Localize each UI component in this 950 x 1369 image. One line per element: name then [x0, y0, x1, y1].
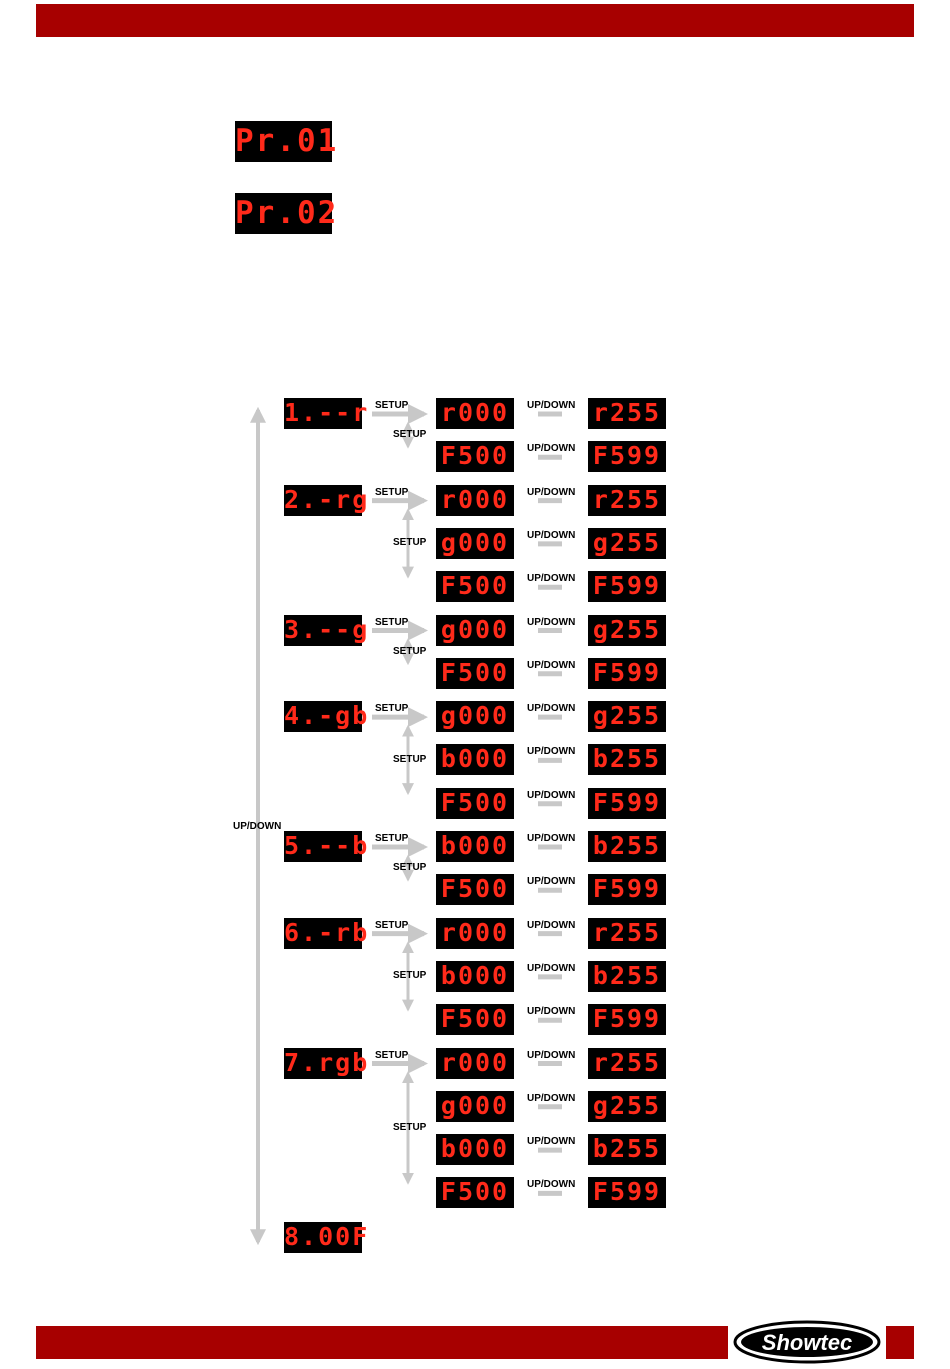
setup-cycle-label: SETUP [393, 753, 427, 765]
value-start-display: r000 [436, 484, 514, 516]
value-start-display: b000 [436, 960, 514, 992]
header-bar [36, 4, 914, 37]
setup-label: SETUP [375, 919, 409, 931]
value-end-display: r255 [588, 484, 666, 516]
value-end-display: g255 [588, 527, 666, 559]
value-end-display: F599 [588, 874, 666, 906]
value-end-display: g255 [588, 701, 666, 733]
updown-label: UP/DOWN [527, 486, 576, 498]
updown-label: UP/DOWN [527, 703, 576, 715]
mode-display-4: 4.-gb [284, 701, 370, 733]
value-start-display: g000 [436, 1090, 514, 1122]
value-end-display: r255 [588, 1047, 666, 1079]
value-end-display: F599 [588, 441, 666, 473]
setup-cycle-label: SETUP [393, 862, 427, 874]
value-end-display: F599 [588, 1177, 666, 1209]
updown-label: UP/DOWN [527, 1179, 576, 1191]
setup-label: SETUP [375, 703, 409, 715]
updown-label: UP/DOWN [527, 616, 576, 628]
updown-label: UP/DOWN [527, 443, 576, 455]
showtec-logo: Showtec [733, 1320, 881, 1364]
setup-cycle-label: SETUP [393, 645, 427, 657]
value-start-display: F500 [436, 657, 514, 689]
setup-cycle-label: SETUP [393, 1121, 427, 1133]
value-start-display: F500 [436, 441, 514, 473]
value-end-display: r255 [588, 917, 666, 949]
updown-label: UP/DOWN [527, 833, 576, 844]
value-end-display: b255 [588, 744, 666, 776]
value-end-display: F599 [588, 657, 666, 689]
value-start-display: F500 [436, 874, 514, 906]
value-start-display: F500 [436, 787, 514, 819]
side-updown-label: UP/DOWN [233, 821, 282, 832]
setup-label: SETUP [375, 833, 409, 844]
updown-label: UP/DOWN [527, 789, 576, 801]
value-end-display: F599 [588, 1004, 666, 1036]
updown-label: UP/DOWN [527, 659, 576, 671]
value-end-display: r255 [588, 398, 666, 429]
setup-cycle-label: SETUP [393, 970, 427, 982]
updown-label: UP/DOWN [527, 919, 576, 931]
mode-display-7: 7.rgb [284, 1047, 370, 1079]
value-start-display: r000 [436, 1047, 514, 1079]
value-start-display: F500 [436, 1004, 514, 1036]
value-start-display: b000 [436, 744, 514, 776]
updown-label: UP/DOWN [527, 400, 576, 411]
value-start-display: b000 [436, 831, 514, 862]
updown-label: UP/DOWN [527, 1049, 576, 1061]
footer-bar-end [886, 1326, 914, 1359]
value-end-display: b255 [588, 1134, 666, 1166]
mode-display-3: 3.--g [284, 614, 370, 646]
value-start-display: r000 [436, 398, 514, 429]
value-start-display: F500 [436, 1177, 514, 1209]
value-start-display: b000 [436, 1134, 514, 1166]
value-start-display: g000 [436, 527, 514, 559]
setup-cycle-label: SETUP [393, 537, 427, 549]
setup-label: SETUP [375, 486, 409, 498]
updown-label: UP/DOWN [527, 573, 576, 585]
mode-display-6: 6.-rb [284, 917, 370, 949]
program-display-1: Pr.01 [235, 121, 336, 162]
updown-label: UP/DOWN [527, 529, 576, 541]
setup-label: SETUP [375, 400, 409, 411]
value-end-display: g255 [588, 1090, 666, 1122]
value-start-display: g000 [436, 701, 514, 733]
mode-display-off: 8.00F [284, 1222, 370, 1253]
setup-cycle-label: SETUP [393, 429, 427, 441]
svg-text:Showtec: Showtec [762, 1330, 852, 1355]
updown-label: UP/DOWN [527, 1006, 576, 1018]
setup-label: SETUP [375, 616, 409, 628]
mode-display-2: 2.-rg [284, 484, 370, 516]
mode-display-5: 5.--b [284, 831, 370, 862]
value-end-display: b255 [588, 831, 666, 862]
mode-display-1: 1.--r [284, 398, 370, 429]
value-start-display: F500 [436, 571, 514, 603]
footer-bar [36, 1326, 728, 1359]
setup-label: SETUP [375, 1049, 409, 1061]
updown-label: UP/DOWN [527, 746, 576, 758]
value-end-display: b255 [588, 960, 666, 992]
value-start-display: r000 [436, 917, 514, 949]
updown-label: UP/DOWN [527, 962, 576, 974]
value-start-display: g000 [436, 614, 514, 646]
value-end-display: g255 [588, 614, 666, 646]
updown-label: UP/DOWN [527, 876, 576, 888]
updown-label: UP/DOWN [527, 1092, 576, 1104]
updown-label: UP/DOWN [527, 1136, 576, 1148]
value-end-display: F599 [588, 571, 666, 603]
program-display-2: Pr.02 [235, 193, 336, 234]
value-end-display: F599 [588, 787, 666, 819]
